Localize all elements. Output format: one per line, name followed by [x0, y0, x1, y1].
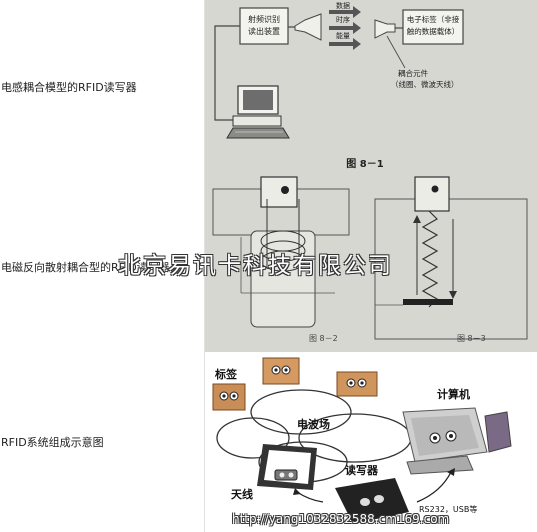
- figure-caption: 图 8－1: [346, 158, 383, 170]
- label-cell: RFID系统组成示意图: [0, 352, 205, 532]
- label-cell: 电磁反向散射耦合型的RFID读写器: [0, 175, 205, 352]
- tag-plate: [403, 299, 453, 305]
- computer-icon: [226, 85, 290, 139]
- watermark-text: 北京易讯卡科技有限公司: [118, 253, 393, 279]
- row-label: 电感耦合模型的RFID读写器: [1, 81, 137, 94]
- clock-arrow-icon: [329, 22, 361, 34]
- reader-label-2: 读出装置: [248, 26, 280, 36]
- watermark-url: http://yang1032832588.cm169.com: [232, 512, 450, 526]
- tag-icon: [336, 371, 378, 397]
- energy-arrow-icon: [329, 38, 361, 50]
- tag-label: 标签: [214, 367, 238, 381]
- backscatter-coupling-figure: 图 8－2 图 8－3: [205, 175, 537, 352]
- arrow-clock-label: 时序: [336, 15, 350, 24]
- field-ring: [250, 389, 352, 435]
- table-row: 电磁反向散射耦合型的RFID读写器 图 8－2: [0, 175, 537, 353]
- tag-icon: [212, 383, 246, 411]
- rfid-system-diagram: 标签 电波场 天线 读写器 计算机: [205, 352, 537, 532]
- reader-label-1: 射频识别: [248, 14, 280, 24]
- reader-label: 读写器: [345, 463, 379, 477]
- tag-box: [402, 9, 464, 45]
- row-label: 电磁反向散射耦合型的RFID读写器: [1, 261, 170, 274]
- computer-icon: [402, 407, 512, 475]
- reader-box-right: [414, 176, 450, 212]
- caption-right: 图 8－3: [457, 334, 486, 343]
- reader-antenna-icon: [294, 13, 322, 41]
- row-label: RFID系统组成示意图: [1, 436, 104, 449]
- reader-box-left: [260, 176, 298, 208]
- reader-icon: [335, 478, 409, 524]
- port-label: RS232，USB等: [419, 504, 477, 514]
- backscatter-coupling-diagram: 图 8－2 图 8－3: [205, 175, 537, 352]
- tag-antenna-icon: [374, 19, 396, 39]
- wave-icon: [421, 210, 439, 308]
- label-cell: 电感耦合模型的RFID读写器: [0, 0, 205, 175]
- data-arrow-icon: [329, 6, 361, 18]
- tag-label-2: 触的数据载体）: [407, 26, 460, 36]
- caption-left: 图 8－2: [309, 334, 338, 343]
- table-row: RFID系统组成示意图: [0, 352, 537, 532]
- arrow-data-label: 数据: [336, 1, 350, 10]
- antenna-icon: [257, 444, 317, 490]
- inductive-coupling-diagram: 射频识别 读出装置 数据 时序 能量 电子标签（非接 触的数据载体）: [205, 0, 537, 175]
- rfid-system-figure: 标签 电波场 天线 读写器 计算机: [205, 352, 537, 532]
- antenna-label: 天线: [231, 487, 253, 501]
- inductive-coupling-figure: 射频识别 读出装置 数据 时序 能量 电子标签（非接 触的数据载体）: [205, 0, 537, 175]
- table-row: 电感耦合模型的RFID读写器 射频识别 读出装置 数据 时序 能量: [0, 0, 537, 176]
- coupler-label-2: （线圈、微波天线）: [391, 79, 459, 89]
- tag-icon: [262, 357, 300, 385]
- reader-box: [239, 7, 289, 45]
- field-label: 电波场: [297, 417, 330, 431]
- tag-label-1: 电子标签（非接: [407, 14, 460, 24]
- computer-label: 计算机: [437, 387, 470, 401]
- arrow-energy-label: 能量: [336, 31, 350, 40]
- coupler-label-1: 耦合元件: [398, 68, 428, 78]
